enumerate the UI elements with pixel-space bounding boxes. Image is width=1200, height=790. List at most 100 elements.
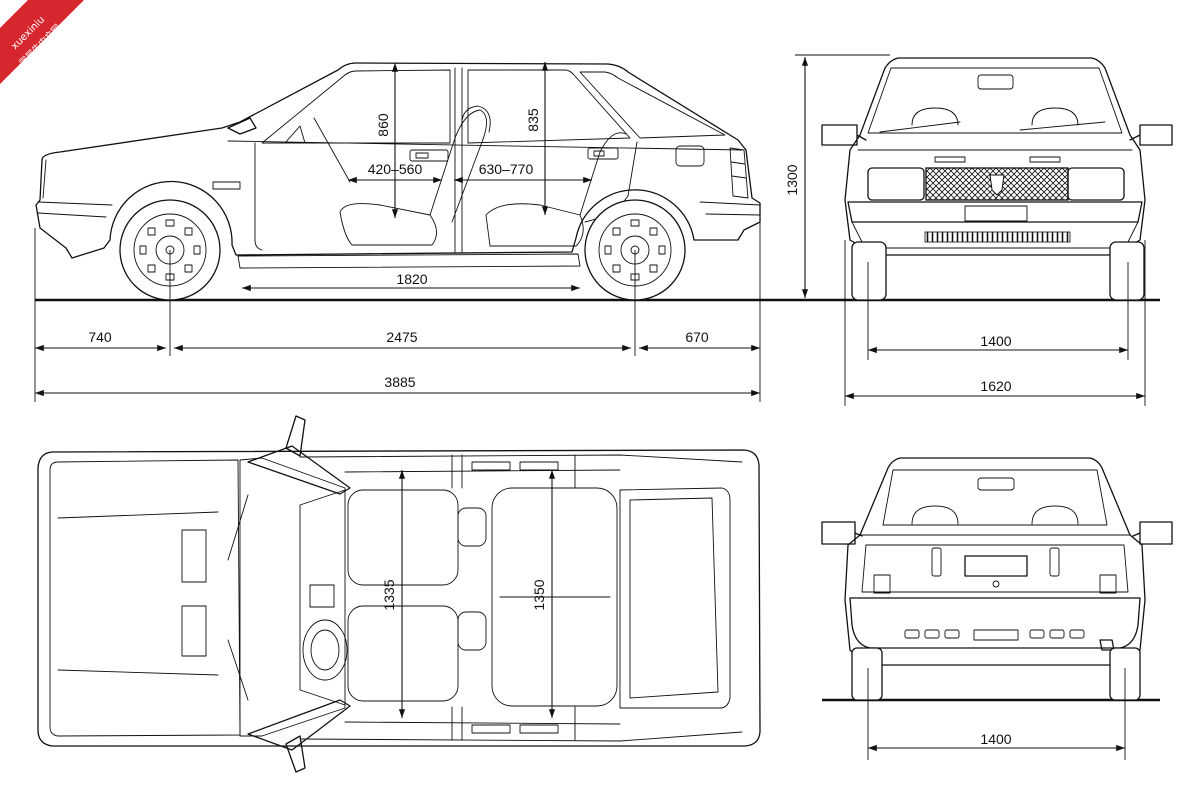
mirror-left bbox=[821, 124, 867, 146]
open-door-bottom bbox=[247, 699, 351, 751]
front-seat-right bbox=[347, 605, 459, 702]
dim-label-front-legroom: 420–560 bbox=[368, 161, 423, 177]
grille-badge-icon bbox=[989, 174, 1005, 196]
rear-door-handle bbox=[587, 147, 619, 160]
front-seat bbox=[339, 109, 487, 246]
side-body-outline bbox=[35, 62, 761, 259]
top-door-handle-2 bbox=[519, 461, 559, 471]
front-door-seam bbox=[254, 142, 263, 251]
side-rocker-panel bbox=[237, 253, 581, 269]
dim-label-rear-legroom: 630–770 bbox=[479, 161, 534, 177]
steering-wheel bbox=[302, 619, 348, 681]
front-door-lock bbox=[415, 152, 429, 159]
front-seat-left bbox=[347, 489, 459, 586]
rear-bumper bbox=[849, 597, 1141, 649]
hood-badge-right bbox=[1029, 156, 1061, 163]
side-tail-light bbox=[729, 147, 749, 199]
dim-label-overall-length: 3885 bbox=[384, 374, 415, 390]
rear-quarter-window bbox=[579, 71, 726, 139]
side-rear-bumper bbox=[699, 201, 761, 216]
hood-vent-top bbox=[181, 529, 207, 583]
top-view: 1335 1350 bbox=[37, 415, 761, 773]
rear-seat bbox=[485, 132, 627, 247]
reflector-left bbox=[931, 547, 942, 577]
rear-view: 1400 bbox=[821, 457, 1173, 760]
hood-vent-bottom bbox=[181, 605, 207, 657]
mirror-top bbox=[285, 415, 306, 457]
b-pillar bbox=[454, 67, 463, 253]
front-tire-left bbox=[851, 241, 887, 301]
top-rear-glass bbox=[629, 497, 719, 699]
rear-headrests bbox=[911, 505, 1079, 525]
side-front-bumper bbox=[37, 201, 113, 218]
rear-mirror-left bbox=[821, 521, 863, 545]
dim-label-rear-overhang: 670 bbox=[685, 329, 709, 345]
taillight-left bbox=[873, 574, 891, 594]
taillight-right bbox=[1099, 574, 1117, 594]
watermark-ribbon bbox=[0, 0, 84, 84]
dim-label-overall-height: 1300 bbox=[784, 164, 800, 195]
headlight-left bbox=[867, 167, 925, 201]
front-headrest bbox=[461, 105, 491, 133]
dim-label-rear-track: 1400 bbox=[980, 731, 1011, 747]
open-door-top bbox=[247, 445, 351, 495]
side-view: 860 835 420–560 630–770 1820 740 2475 67… bbox=[34, 62, 761, 402]
watermark-logo: xuexiniu 学犀牛中文网 bbox=[0, 0, 84, 84]
front-door-handle bbox=[409, 149, 449, 162]
side-nose-line bbox=[42, 159, 47, 199]
front-view: 1300 1400 1620 bbox=[784, 54, 1173, 406]
top-rear-window bbox=[619, 487, 731, 709]
wipers bbox=[879, 121, 1106, 133]
dim-label-front-headroom: 860 bbox=[375, 113, 391, 137]
rear-door-window bbox=[467, 69, 631, 144]
rear-license-plate bbox=[964, 555, 1028, 577]
mirror-bottom bbox=[285, 735, 306, 773]
taillight-panel bbox=[861, 544, 1129, 593]
top-body-outline bbox=[37, 449, 761, 747]
gear-shifter bbox=[309, 584, 335, 608]
dim-label-wheelbase: 2475 bbox=[386, 329, 417, 345]
front-headrest-right bbox=[457, 611, 487, 651]
dim-label-cabin-length: 1820 bbox=[396, 271, 427, 287]
reflector-right bbox=[1049, 547, 1060, 577]
hood-badge-left bbox=[934, 156, 966, 163]
hatch-lock-icon bbox=[992, 580, 1000, 588]
rear-mirror-right bbox=[1132, 521, 1173, 545]
side-indicator bbox=[212, 181, 241, 190]
steering-column bbox=[313, 117, 351, 183]
front-interior-mirror bbox=[977, 74, 1014, 90]
front-door-window bbox=[261, 69, 451, 144]
windshield bbox=[867, 67, 1123, 134]
dim-label-rear-headroom: 835 bbox=[525, 108, 541, 132]
dim-label-rear-interior-width: 1350 bbox=[531, 579, 547, 610]
rear-tire-left bbox=[851, 647, 883, 701]
roof-rails bbox=[299, 454, 743, 742]
rear-bumper-slots bbox=[904, 629, 1085, 641]
front-dash-headrests bbox=[911, 107, 1079, 126]
top-door-handle-4 bbox=[519, 724, 559, 734]
front-body-outline bbox=[844, 57, 1146, 256]
front-headrest-left bbox=[457, 507, 487, 547]
dim-label-front-interior-width: 1335 bbox=[381, 579, 397, 610]
fuel-door bbox=[675, 145, 705, 167]
top-wipers bbox=[227, 494, 249, 701]
rear-body-outline bbox=[844, 457, 1146, 666]
headlight-right bbox=[1067, 167, 1125, 201]
front-vent-window bbox=[284, 125, 306, 144]
hood-creases bbox=[57, 511, 219, 676]
dim-label-front-track: 1400 bbox=[980, 333, 1011, 349]
front-bumper bbox=[847, 201, 1143, 223]
front-license-plate bbox=[964, 205, 1028, 222]
hood bbox=[49, 459, 241, 737]
top-door-handle-1 bbox=[471, 461, 511, 471]
side-beltline bbox=[227, 140, 743, 151]
dashboard bbox=[299, 489, 346, 706]
top-door-handle-3 bbox=[471, 724, 511, 734]
mirror-right bbox=[1129, 124, 1173, 146]
dim-label-front-overhang: 740 bbox=[88, 329, 112, 345]
side-mirror bbox=[227, 117, 257, 135]
steering-wheel-hub bbox=[310, 629, 340, 671]
rear-window bbox=[882, 469, 1108, 526]
top-windshield bbox=[239, 457, 346, 737]
